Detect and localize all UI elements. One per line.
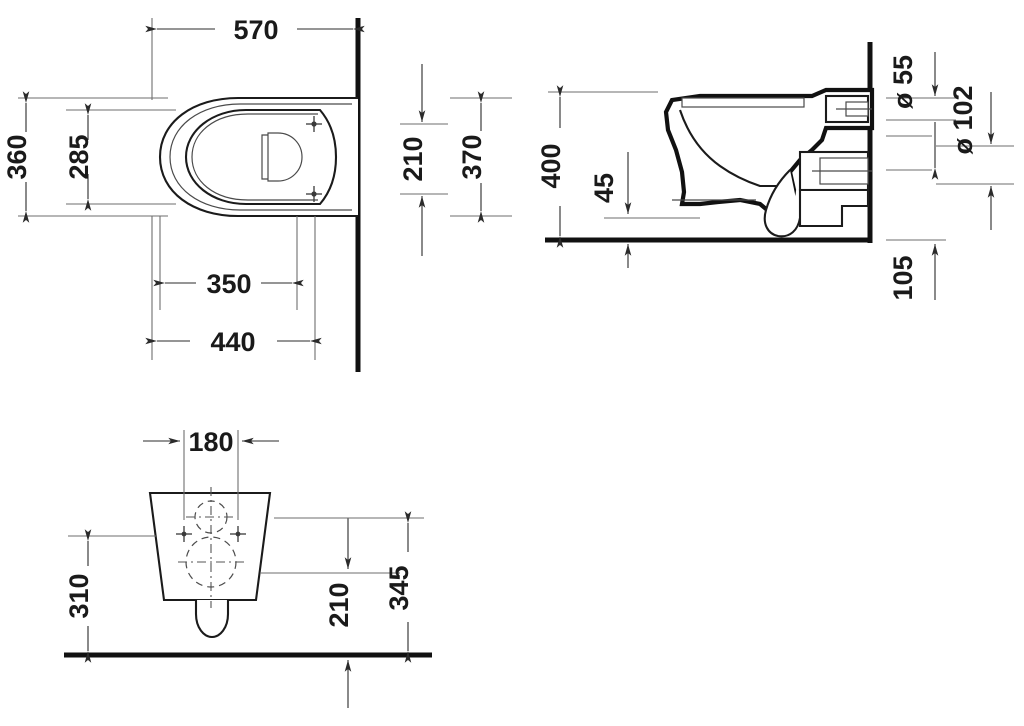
dim-label-370: 370	[457, 134, 487, 179]
dim-label-345: 345	[384, 565, 414, 610]
front-outlet-nose	[194, 600, 230, 639]
front-fixing-hole-right	[230, 526, 246, 542]
side-inlet-connector	[824, 94, 872, 124]
plan-bowl-inner-thin	[191, 113, 318, 201]
dim-label-105: 105	[888, 255, 918, 300]
plan-fixing-hole-lower	[306, 186, 322, 202]
side-bowl-interior-curve	[679, 109, 786, 188]
plan-fixing-hole-upper	[306, 116, 322, 132]
front-upper-hole	[186, 500, 236, 534]
dim-label-55: ø 55	[888, 55, 918, 109]
side-waste-outlet	[798, 150, 872, 192]
side-trap-curve	[763, 169, 802, 238]
dim-label-45: 45	[589, 173, 619, 203]
dim-label-180: 180	[188, 427, 233, 457]
side-mounting-foot	[798, 188, 870, 228]
dim-label-570: 570	[233, 15, 278, 45]
side-rim-slot	[681, 97, 805, 108]
dim-label-285: 285	[64, 134, 94, 179]
dim-label-210-plan: 210	[398, 136, 428, 181]
front-fixing-hole-left	[176, 526, 192, 542]
front-lower-hole	[178, 536, 244, 588]
dim-label-360: 360	[2, 134, 32, 179]
dim-label-102: ø 102	[948, 85, 978, 154]
side-view: 400 45 ø 55 ø 102 105	[536, 42, 1014, 301]
front-view: 180 310 210 345	[64, 427, 432, 708]
plan-bowl-opening	[184, 108, 338, 206]
front-toilet-body	[148, 491, 272, 602]
dim-label-310: 310	[64, 573, 94, 618]
plan-view: 570 360 285 210 370 350	[2, 15, 512, 372]
plan-flush-detail-right	[267, 132, 303, 182]
dim-label-400: 400	[536, 143, 566, 188]
dim-label-440: 440	[210, 327, 255, 357]
dim-label-350: 350	[206, 269, 251, 299]
dim-label-210-front: 210	[324, 582, 354, 627]
plan-seat-ring-outline	[169, 103, 352, 211]
